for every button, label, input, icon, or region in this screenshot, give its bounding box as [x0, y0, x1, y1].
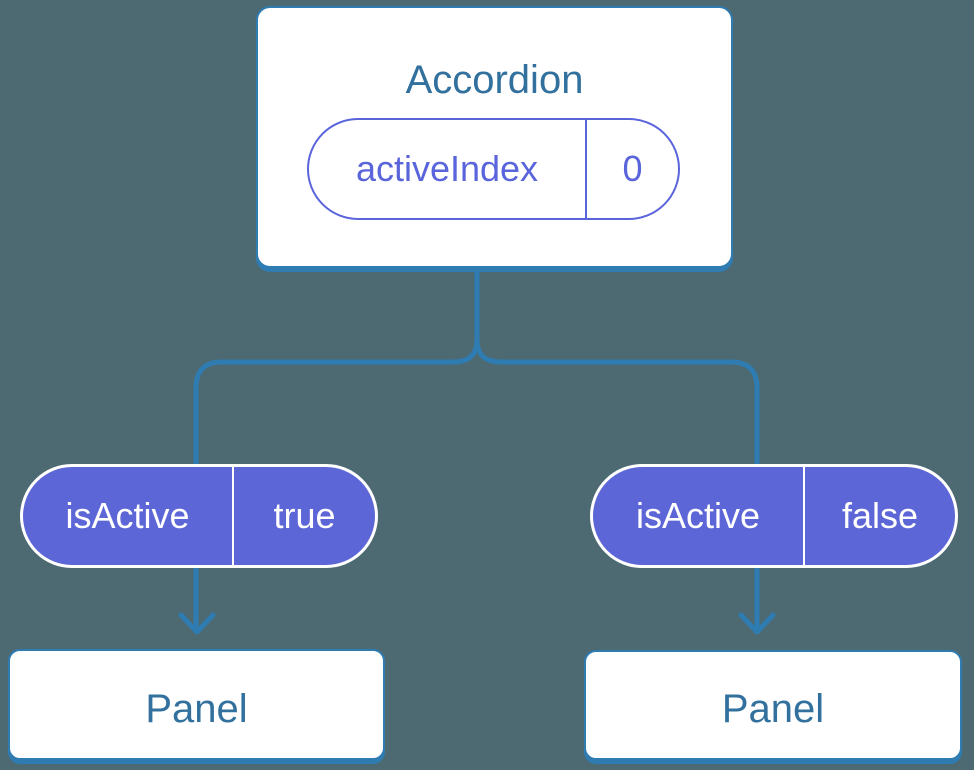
- accordion-title: Accordion: [405, 58, 584, 102]
- panel-title-right: Panel: [721, 687, 825, 731]
- state-value-label: 0: [622, 148, 643, 189]
- state-name-label: activeIndex: [309, 120, 587, 218]
- arrowhead-right-icon: [738, 612, 776, 635]
- accordion-component-card: Accordion activeIndex 0: [256, 6, 733, 268]
- prop-name-label: isActive: [593, 467, 805, 565]
- prop-value-label: true: [273, 495, 336, 536]
- panel-component-card-left: Panel: [8, 649, 385, 760]
- panel-title-left: Panel: [145, 686, 248, 731]
- prop-pill-isactive-true: isActive true: [20, 464, 378, 568]
- arrowhead-left-icon: [178, 612, 216, 635]
- state-pill-activeindex: activeIndex 0: [307, 118, 680, 220]
- panel-component-card-right: Panel: [584, 650, 962, 760]
- connector-stem-right: [474, 337, 760, 632]
- connector-stem-left: [193, 265, 480, 632]
- prop-value-label: false: [841, 495, 919, 536]
- prop-name-label: isActive: [23, 467, 234, 565]
- prop-pill-isactive-false: isActive false: [590, 464, 958, 568]
